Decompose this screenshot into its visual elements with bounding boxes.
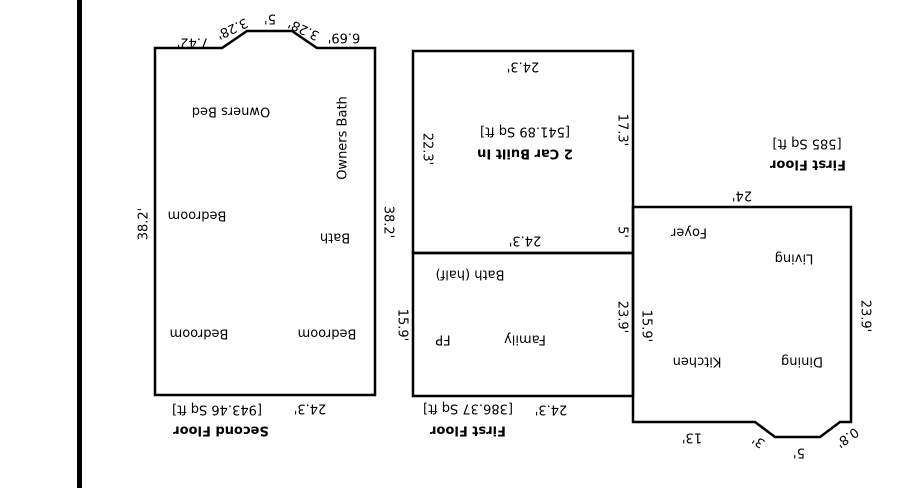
dim-top-mid: 5' — [264, 11, 276, 26]
dim-garage-right-lower: 5' — [615, 226, 630, 238]
dim-family-left: 15.9' — [395, 309, 410, 342]
room-family: Family — [504, 332, 546, 347]
room-bath-half: Bath (half) — [436, 267, 505, 282]
room-owners-bed: Owners Bed — [192, 104, 271, 119]
dim-garage-right: 17.3' — [615, 114, 630, 147]
dim-family-right: 23.9' — [615, 301, 630, 334]
room-bedroom-right: Bedroom — [298, 326, 357, 341]
dim-garage-left: 22.3' — [420, 133, 435, 166]
dim-top-right: 6.69' — [328, 30, 361, 45]
room-bedroom-left: Bedroom — [170, 326, 229, 341]
dim-main-left: 15.9' — [639, 310, 654, 343]
dim-garage-top: 24.3' — [507, 59, 540, 74]
dim-main-right: 23.9' — [858, 300, 873, 333]
main-section-area: [585 Sq ft] — [772, 136, 841, 151]
dim-main-bottom-mid: 5' — [793, 445, 805, 460]
second-floor-outline — [153, 29, 377, 397]
garage-area: [541.89 Sq ft] — [480, 124, 570, 139]
room-bedroom-mid: Bedroom — [168, 208, 227, 223]
room-foyer: Foyer — [670, 225, 707, 240]
family-section-area: [386.37 Sq ft] — [423, 401, 513, 416]
second-floor-area: [943.46 Sq ft] — [172, 402, 262, 417]
main-first-floor-outline — [631, 205, 853, 439]
garage-name: 2 Car Built In — [477, 146, 573, 161]
dim-main-bottom-angle-right: 0.8' — [833, 424, 861, 450]
room-bath: Bath — [320, 230, 350, 245]
dim-second-bottom: 24.3' — [294, 401, 327, 416]
dim-top-left: 7.42' — [177, 35, 210, 50]
room-kitchen: Kitchen — [673, 354, 722, 369]
room-fp: FP — [435, 332, 450, 347]
dim-main-top: 24' — [732, 188, 752, 203]
dim-main-bottom-left: 13' — [682, 430, 702, 445]
dim-second-left: 38.2' — [137, 208, 152, 241]
dim-main-bottom-angle-left: 3' — [750, 431, 768, 450]
page-edge-bar — [77, 0, 82, 488]
second-floor-title: Second Floor — [173, 423, 269, 438]
room-dining: Dining — [781, 354, 823, 369]
dim-garage-bottom: 24.3' — [509, 233, 542, 248]
dim-second-right: 38.2' — [381, 206, 396, 239]
family-section-title: First Floor — [429, 423, 505, 438]
room-owners-bath: Owners Bath — [336, 96, 351, 180]
room-living: Living — [775, 251, 814, 266]
dim-family-bottom: 24.3' — [535, 402, 568, 417]
main-section-title: First Floor — [769, 157, 845, 172]
dim-top-angle-left: 3.28' — [214, 14, 250, 41]
